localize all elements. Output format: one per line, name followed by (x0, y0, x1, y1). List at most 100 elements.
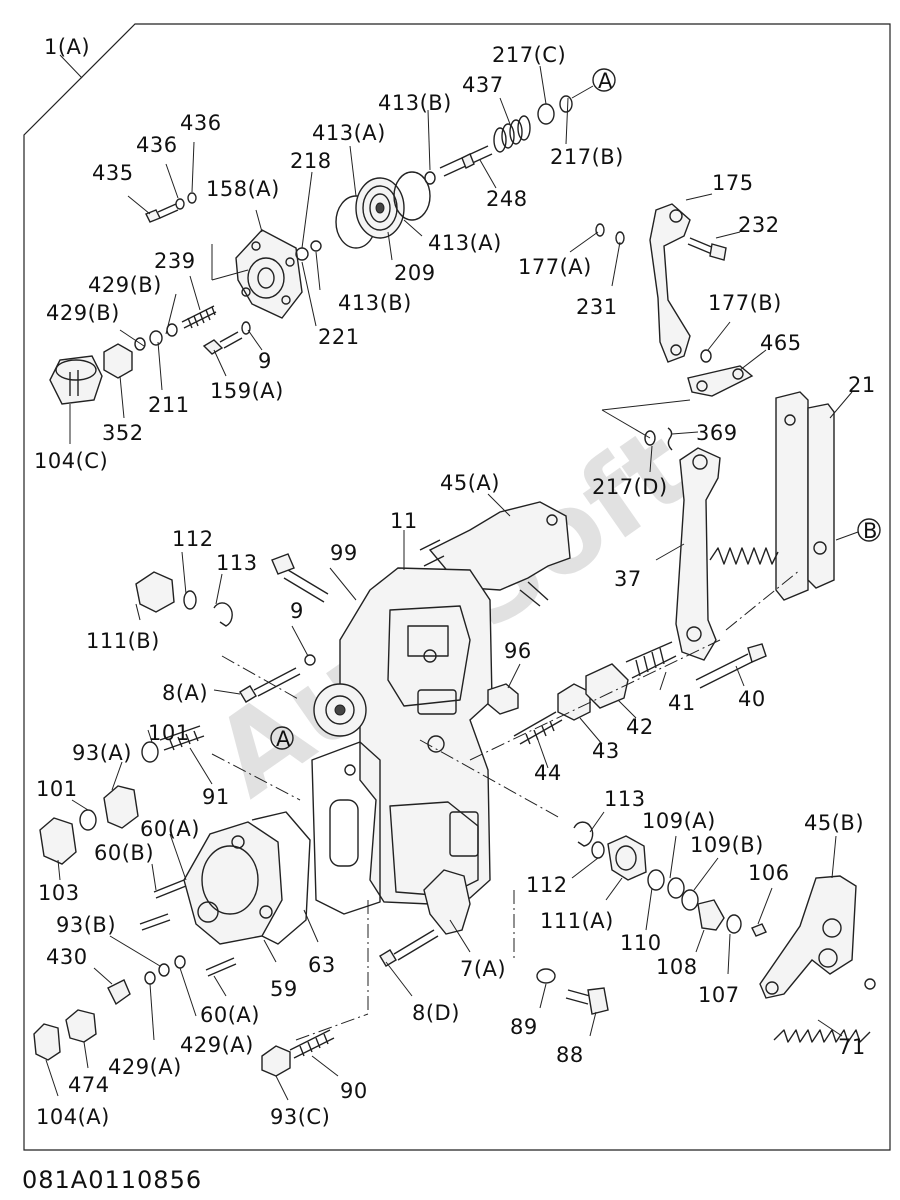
part-8a-screw (239, 667, 301, 703)
callout-474: 474 (68, 1073, 110, 1097)
part-93b-washer (158, 963, 170, 977)
callout-217b: 217(B) (550, 145, 624, 169)
callout-63: 63 (308, 953, 336, 977)
part-218-washer (295, 247, 309, 261)
part-217d-washer (644, 430, 656, 446)
part-217b-washer (559, 95, 573, 113)
part-465-link (687, 365, 754, 397)
callout-45a: 45(A) (440, 471, 500, 495)
part-60a-screw (205, 957, 237, 977)
part-93b-screw (139, 913, 171, 931)
part-109a-washer (667, 877, 685, 899)
part-37-lever (675, 447, 721, 661)
callout-239: 239 (154, 249, 196, 273)
part-21-bracket (775, 391, 835, 601)
callout-429b-1: 429(B) (88, 273, 162, 297)
callout-436a: 436 (180, 111, 222, 135)
part-11-governor-housing (339, 567, 493, 905)
part-9-washer-mid (304, 654, 316, 666)
callout-113-top: 113 (216, 551, 258, 575)
callout-labels: 1(A) 217(C) 437 413(B) 436 413(A) 436 21… (34, 35, 875, 1129)
part-41-spring-cap (625, 641, 677, 679)
callout-369: 369 (696, 421, 738, 445)
part-59-cover (183, 821, 283, 945)
callout-90: 90 (340, 1079, 368, 1103)
part-429a-washer (144, 971, 156, 985)
callout-93c: 93(C) (270, 1105, 330, 1129)
part-99-bolt (271, 553, 329, 603)
callout-107: 107 (698, 983, 740, 1007)
part-436-washer (175, 198, 185, 210)
callout-248: 248 (486, 187, 528, 211)
part-111a-plug (607, 835, 647, 881)
callout-40: 40 (738, 687, 766, 711)
callout-59: 59 (270, 977, 298, 1001)
part-104c-cap (49, 355, 103, 405)
callout-1a: 1(A) (44, 35, 90, 59)
part-429b-washer (134, 337, 146, 351)
part-88-bolt (565, 987, 609, 1015)
callout-45b: 45(B) (804, 811, 864, 835)
callout-106: 106 (748, 861, 790, 885)
part-60b-screw (153, 879, 187, 899)
callout-413b-top: 413(B) (378, 91, 452, 115)
ref-marker-a-top-label: A (598, 69, 613, 93)
callout-104a: 104(A) (36, 1105, 110, 1129)
callout-43: 43 (592, 739, 620, 763)
ref-marker-a-mid (270, 726, 294, 750)
callout-437: 437 (462, 73, 504, 97)
callout-413b-mid: 413(B) (338, 291, 412, 315)
callout-99: 99 (330, 541, 358, 565)
callout-111a: 111(A) (540, 909, 614, 933)
callout-113-bot: 113 (604, 787, 646, 811)
callout-429b-2: 429(B) (46, 301, 120, 325)
part-43-nut (557, 683, 591, 721)
part-175-lever (649, 203, 691, 363)
callout-413a-top: 413(A) (312, 121, 386, 145)
part-101-washer-2 (79, 809, 97, 831)
callout-96: 96 (504, 639, 532, 663)
part-158a-housing (235, 229, 303, 319)
callout-231: 231 (576, 295, 618, 319)
callout-91: 91 (202, 785, 230, 809)
part-96-plug (487, 683, 519, 715)
part-106-pin (751, 923, 767, 937)
callout-430: 430 (46, 945, 88, 969)
callout-112-bot: 112 (526, 873, 568, 897)
part-437-spring (493, 115, 531, 153)
callout-232: 232 (738, 213, 780, 237)
part-63-gasket (311, 741, 381, 915)
callout-93a: 93(A) (72, 741, 132, 765)
callout-352: 352 (102, 421, 144, 445)
part-232-bolt (687, 237, 727, 261)
ref-marker-a-top (592, 68, 616, 92)
part-71-spring (773, 978, 876, 1043)
part-221-washer (310, 240, 322, 252)
part-9-washer-top (241, 321, 251, 335)
callout-89: 89 (510, 1015, 538, 1039)
part-108-sleeve (697, 899, 725, 931)
callout-111b: 111(B) (86, 629, 160, 653)
part-111b-plug (135, 571, 175, 613)
callout-211: 211 (148, 393, 190, 417)
ref-marker-b (857, 518, 881, 542)
part-91-screw (159, 725, 205, 751)
callout-110: 110 (620, 931, 662, 955)
ref-marker-a-mid-label: A (276, 727, 291, 751)
callout-109a: 109(A) (642, 809, 716, 833)
callout-465: 465 (760, 331, 802, 355)
callout-93b: 93(B) (56, 913, 116, 937)
callout-60b: 60(B) (94, 841, 154, 865)
part-248-rod (439, 145, 493, 177)
part-42-nut (585, 663, 629, 709)
part-436-washer-2 (187, 192, 197, 204)
part-113-clip-top (213, 602, 233, 627)
callout-88: 88 (556, 1043, 584, 1067)
callout-159a: 159(A) (210, 379, 284, 403)
callout-8a: 8(A) (162, 681, 208, 705)
callout-177a: 177(A) (518, 255, 592, 279)
part-217c-washer (537, 103, 555, 125)
part-93a-nut (103, 785, 139, 829)
callout-11: 11 (390, 509, 418, 533)
